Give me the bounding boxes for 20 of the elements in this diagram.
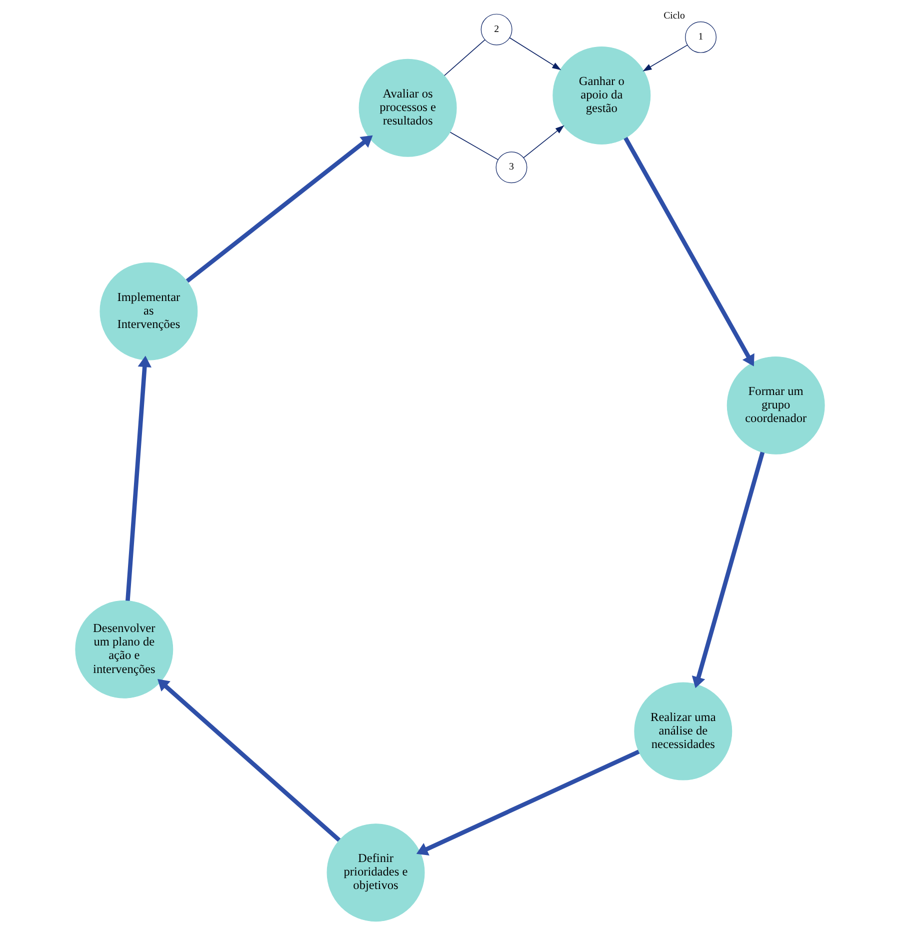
connector [444,39,486,76]
node-circle: 1 [685,22,716,53]
arrow [624,136,754,366]
arrow [692,452,765,688]
node-circle: Formar um grupo coordenador [726,356,825,454]
node-circle: 3 [496,152,528,184]
node-circle: Definir prioridades e objetivos [326,824,425,922]
arrow [642,44,688,72]
node-circle: 2 [480,14,512,46]
node-circle: Implementar as Intervenções [100,262,198,360]
arrow [157,678,341,842]
arrow [523,125,564,158]
node-circle: Desenvolver um plano de ação e intervenções [75,600,174,698]
connector [450,132,498,160]
node-label: Ciclo [664,10,685,22]
arrow [186,135,373,283]
arrow [126,356,152,601]
arrow [416,750,640,856]
arrow [509,37,562,70]
node-circle: Realizar uma análise de necessidades [634,682,732,780]
